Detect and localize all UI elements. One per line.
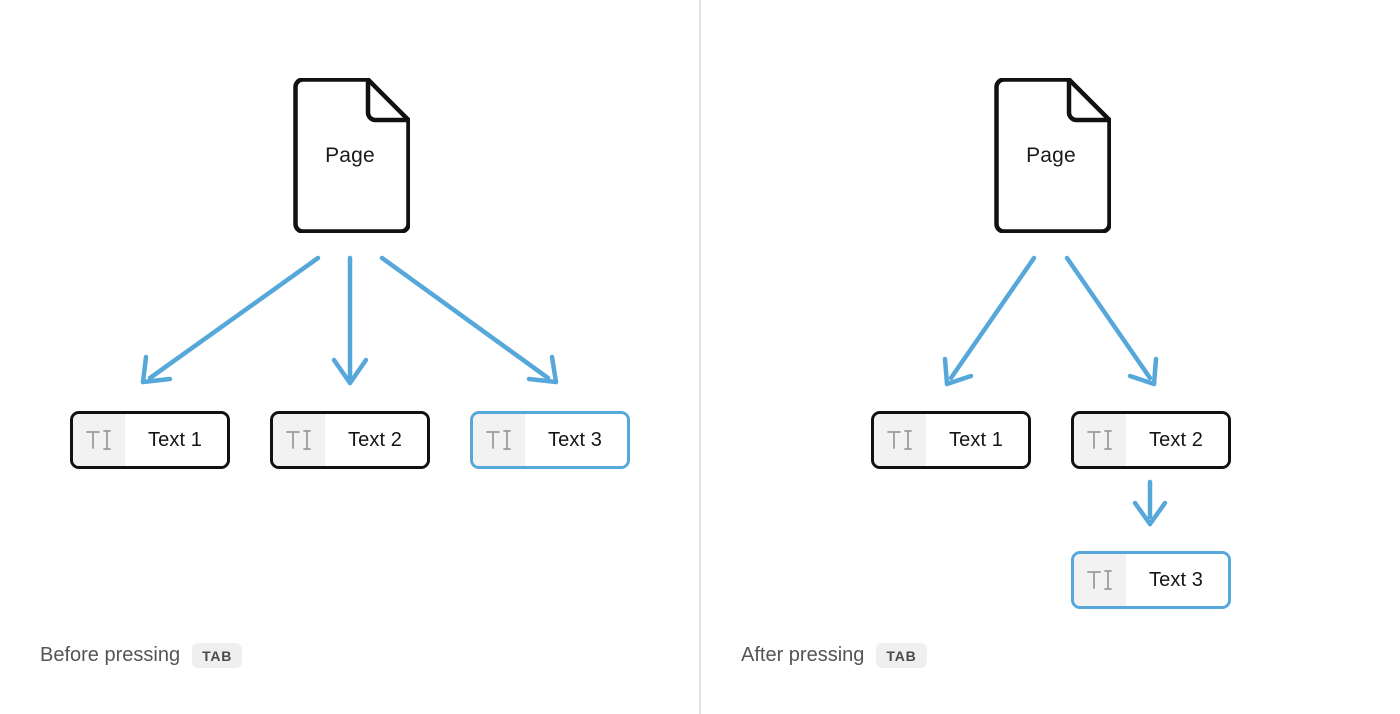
caption-text: After pressing bbox=[741, 644, 865, 666]
page-node[interactable]: Page bbox=[290, 78, 410, 233]
text-node-3[interactable]: Text 3 bbox=[470, 411, 630, 469]
text-node-label: Text 3 bbox=[525, 414, 627, 466]
text-node-label: Text 1 bbox=[125, 414, 227, 466]
text-cursor-icon bbox=[473, 414, 525, 466]
panel-before-tab: Page Text 1 bbox=[0, 0, 699, 714]
text-cursor-icon bbox=[1074, 414, 1126, 466]
arrow-page-to-text1 bbox=[942, 255, 1037, 387]
caption-before: Before pressing TAB bbox=[40, 643, 243, 668]
arrow-text2-to-text3 bbox=[1132, 479, 1168, 527]
text-cursor-icon bbox=[273, 414, 325, 466]
text-node-label: Text 1 bbox=[926, 414, 1028, 466]
tab-key-badge: TAB bbox=[192, 643, 243, 668]
text-cursor-icon bbox=[73, 414, 125, 466]
text-node-label: Text 2 bbox=[325, 414, 427, 466]
caption-text: Before pressing bbox=[40, 644, 181, 666]
panel-divider bbox=[699, 0, 701, 714]
document-page-icon bbox=[293, 78, 410, 233]
text-node-2[interactable]: Text 2 bbox=[1071, 411, 1231, 469]
text-node-3[interactable]: Text 3 bbox=[1071, 551, 1231, 609]
panel-after-tab: Page Text 1 bbox=[701, 0, 1400, 714]
arrow-page-to-text1 bbox=[140, 255, 321, 385]
document-page-icon bbox=[994, 78, 1111, 233]
text-node-1[interactable]: Text 1 bbox=[70, 411, 230, 469]
arrow-page-to-text2 bbox=[1064, 255, 1159, 387]
text-node-label: Text 2 bbox=[1126, 414, 1228, 466]
page-node-label: Page bbox=[1026, 143, 1076, 167]
text-cursor-icon bbox=[1074, 554, 1126, 606]
text-cursor-icon bbox=[874, 414, 926, 466]
text-node-1[interactable]: Text 1 bbox=[871, 411, 1031, 469]
arrow-page-to-text3 bbox=[379, 255, 559, 385]
page-node-label: Page bbox=[325, 143, 375, 167]
text-node-2[interactable]: Text 2 bbox=[270, 411, 430, 469]
tab-key-badge: TAB bbox=[876, 643, 927, 668]
text-node-label: Text 3 bbox=[1126, 554, 1228, 606]
page-node[interactable]: Page bbox=[991, 78, 1111, 233]
caption-after: After pressing TAB bbox=[741, 643, 927, 668]
arrow-page-to-text2 bbox=[331, 255, 369, 386]
